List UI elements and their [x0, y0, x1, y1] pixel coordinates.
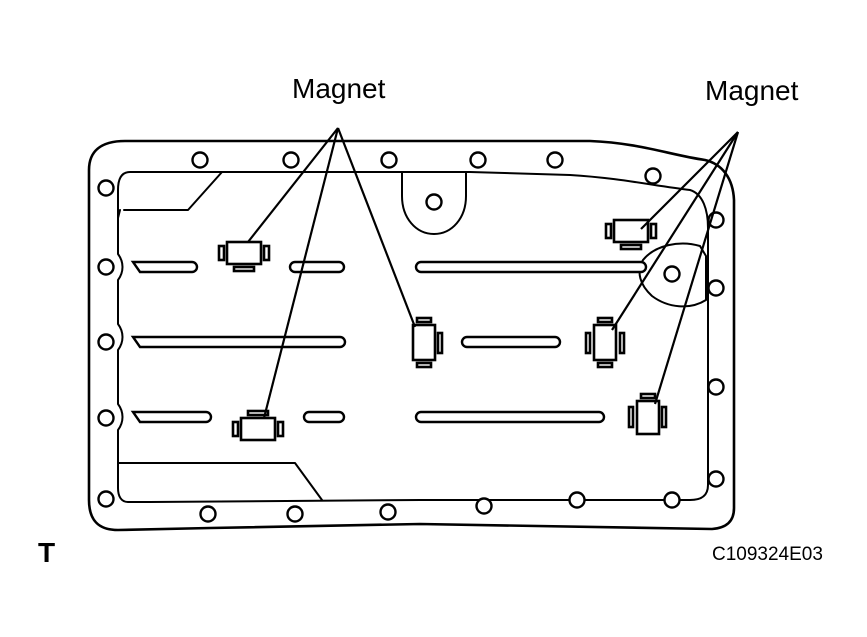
magnet-3	[411, 316, 444, 369]
bolt-hole-icon	[286, 505, 304, 523]
rib-upper-left-inner	[117, 209, 121, 219]
bolt-hole-icon	[546, 151, 564, 169]
bolt-hole-icon	[199, 505, 217, 523]
magnet-icon	[635, 399, 661, 436]
bolt-hole-icon	[97, 179, 115, 197]
magnet-label-right: Magnet	[705, 75, 799, 106]
rib-upper-left	[123, 171, 223, 211]
oil-pan-outer-flange	[87, 139, 736, 532]
bolt-hole-icon	[663, 265, 681, 283]
magnet-icon	[411, 323, 437, 362]
bolt-holes	[97, 151, 725, 523]
magnet-icon	[612, 218, 650, 244]
corner-mark: T	[38, 537, 55, 568]
boss-right	[638, 242, 707, 308]
bolt-hole-icon	[469, 151, 487, 169]
bolt-hole-icon	[475, 497, 493, 515]
slot	[414, 410, 606, 424]
slot	[130, 410, 213, 424]
bolt-hole-icon	[191, 151, 209, 169]
bolt-hole-icon	[707, 470, 725, 488]
magnet-4	[584, 316, 626, 369]
bolt-hole-icon	[97, 409, 115, 427]
slots	[130, 260, 648, 424]
bolt-hole-icon	[663, 491, 681, 509]
bolt-hole-icon	[379, 503, 397, 521]
bolt-hole-icon	[707, 279, 725, 297]
slot	[414, 260, 648, 274]
magnet-label-left: Magnet	[292, 73, 386, 104]
bolt-hole-icon	[644, 167, 662, 185]
bolt-hole-icon	[380, 151, 398, 169]
bolt-hole-icon	[568, 491, 586, 509]
rib-lower-left	[117, 462, 323, 501]
bolt-hole-icon	[97, 258, 115, 276]
magnet-2	[231, 409, 285, 442]
bolt-hole-icon	[425, 193, 443, 211]
magnet-1	[217, 240, 271, 273]
bolt-hole-icon	[707, 378, 725, 396]
magnet-icon	[225, 240, 263, 266]
bolt-hole-icon	[282, 151, 300, 169]
bolt-hole-icon	[97, 333, 115, 351]
leader-lines-left	[247, 127, 417, 419]
slot	[302, 410, 346, 424]
slot	[130, 335, 347, 349]
boss-top-center	[401, 171, 467, 235]
magnet-6	[627, 392, 668, 436]
slot	[288, 260, 346, 274]
leader-lines-right	[611, 131, 740, 405]
magnet-icon	[239, 416, 277, 442]
slot	[460, 335, 562, 349]
figure-code: C109324E03	[712, 544, 823, 565]
magnet-5	[604, 218, 658, 251]
bolt-hole-icon	[97, 490, 115, 508]
magnet-icon	[592, 323, 618, 362]
slot	[130, 260, 199, 274]
